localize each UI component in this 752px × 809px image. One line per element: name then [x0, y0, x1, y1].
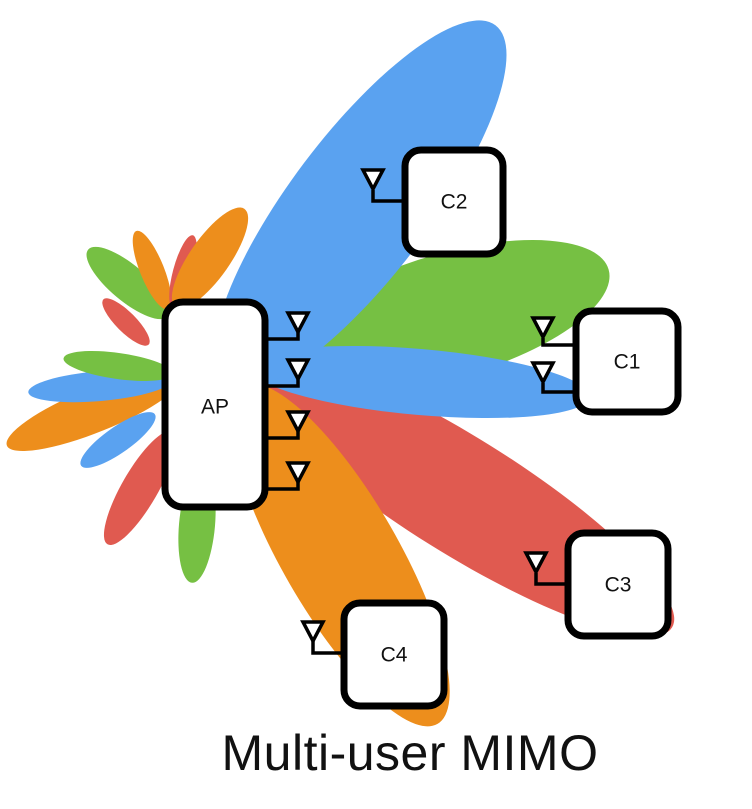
antenna-icon [360, 168, 405, 203]
side-lobe-orange-top [171, 207, 249, 309]
side-lobe-orange-upper [132, 230, 172, 310]
access-point-antennas [265, 311, 311, 491]
client-label-c2: C2 [441, 191, 468, 214]
antenna-icon [265, 311, 311, 341]
antenna-icon [530, 316, 576, 347]
side-lobe-green-left [63, 351, 173, 381]
side-lobe-blue-lower [80, 412, 156, 468]
client-node-c4: C4 [300, 599, 448, 710]
side-lobe-red-lower [103, 430, 177, 546]
antenna-icon [530, 361, 576, 394]
client-node-c3: C3 [523, 529, 672, 640]
client-node-c2: C2 [360, 146, 507, 258]
beam-blue-c1 [250, 345, 590, 419]
side-lobe-green-upper [86, 246, 170, 320]
diagram-caption: Multi-user MIMO [221, 725, 599, 781]
client-label-c3: C3 [605, 574, 632, 597]
access-point-node: AP [161, 298, 269, 511]
side-lobe-red-upper [102, 298, 150, 346]
antenna-icon [265, 358, 311, 388]
antenna-icon [523, 551, 568, 586]
client-node-c1: C1 [530, 307, 682, 416]
antenna-icon [265, 410, 311, 440]
beam-blue-upper [213, 20, 507, 390]
antenna-icon [300, 620, 344, 655]
antenna-icon [265, 461, 311, 491]
client-label-c1: C1 [614, 351, 641, 374]
client-label-c4: C4 [381, 644, 408, 667]
access-point-label: AP [201, 396, 229, 419]
